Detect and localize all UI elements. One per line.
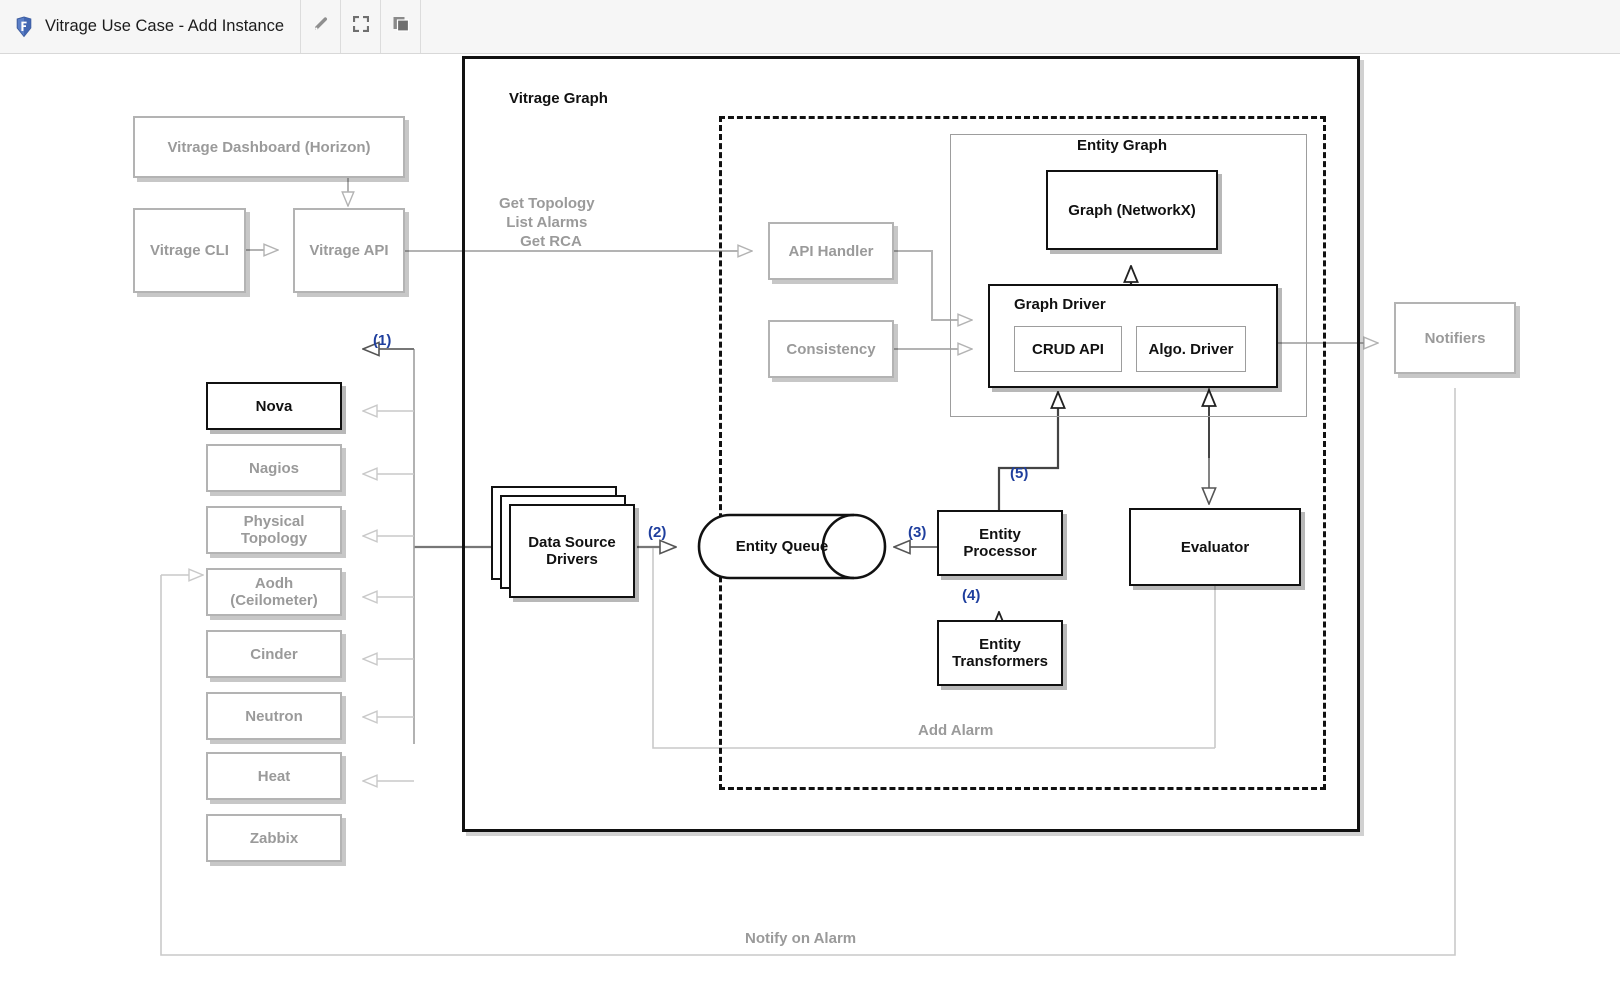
node-label: Entity Queue (735, 538, 829, 555)
step-marker-3: (3) (908, 524, 927, 541)
fullscreen-button[interactable] (341, 0, 382, 53)
step-marker-4: (4) (962, 587, 981, 604)
entity-graph-frame (950, 134, 1307, 417)
node-label: Entity Processor (963, 526, 1037, 560)
node-evaluator[interactable]: Evaluator (1129, 508, 1301, 586)
vitrage-graph-label: Vitrage Graph (509, 90, 608, 107)
node-label: API Handler (788, 242, 874, 260)
node-api-handler[interactable]: API Handler (768, 222, 894, 280)
graph-driver-label: Graph Driver (1014, 296, 1106, 313)
step-marker-1: (1) (373, 332, 392, 349)
node-algo-driver[interactable]: Algo. Driver (1136, 326, 1246, 372)
node-consistency[interactable]: Consistency (768, 320, 894, 378)
node-label: Vitrage Dashboard (Horizon) (167, 138, 371, 156)
diagram-canvas: Vitrage Graph Entity Graph Vitrage Dashb… (0, 54, 1620, 992)
node-data-source-zabbix[interactable]: Zabbix (206, 814, 342, 862)
vitrage-logo-icon (14, 15, 34, 38)
node-label: Aodh (Ceilometer) (230, 575, 318, 609)
node-label: Nova (255, 397, 293, 415)
node-notifiers[interactable]: Notifiers (1394, 302, 1516, 374)
node-label: Data Source Drivers (528, 534, 616, 568)
node-label: Vitrage API (309, 242, 389, 259)
node-data-source-heat[interactable]: Heat (206, 752, 342, 800)
expand-arrows-icon (351, 14, 371, 39)
node-data-source-nova[interactable]: Nova (206, 382, 342, 430)
edit-button[interactable] (301, 0, 342, 53)
node-label: CRUD API (1032, 340, 1104, 358)
node-label: Notifiers (1424, 329, 1486, 347)
node-data-source-aodh[interactable]: Aodh (Ceilometer) (206, 568, 342, 616)
entity-graph-label: Entity Graph (1077, 137, 1168, 154)
processing-boundary-frame (719, 116, 1326, 790)
node-label: Cinder (250, 645, 298, 663)
copy-button[interactable] (381, 0, 422, 53)
notify-on-alarm-label: Notify on Alarm (745, 930, 857, 947)
node-data-source-cinder[interactable]: Cinder (206, 630, 342, 678)
document-title-text: Vitrage Use Case - Add Instance (45, 17, 285, 35)
titlebar: Vitrage Use Case - Add Instance (0, 0, 1620, 54)
node-vitrage-api[interactable]: Vitrage API (293, 208, 405, 293)
node-graph-driver[interactable]: Graph Driver CRUD API Algo. Driver (988, 284, 1278, 388)
api-operations-label: Get Topology List Alarms Get RCA (499, 195, 595, 250)
node-label: Entity Transformers (952, 636, 1048, 670)
node-data-source-nagios[interactable]: Nagios (206, 444, 342, 492)
node-label: Neutron (245, 707, 303, 725)
node-vitrage-cli[interactable]: Vitrage CLI (133, 208, 246, 293)
node-data-source-neutron[interactable]: Neutron (206, 692, 342, 740)
step-marker-2: (2) (648, 524, 667, 541)
node-label: Evaluator (1180, 538, 1250, 556)
node-graph-networkx[interactable]: Graph (NetworkX) (1046, 170, 1218, 250)
node-label: Algo. Driver (1148, 340, 1234, 358)
node-entity-transformers[interactable]: Entity Transformers (937, 620, 1063, 686)
node-data-source-physical-topology[interactable]: Physical Topology (206, 506, 342, 554)
node-crud-api[interactable]: CRUD API (1014, 326, 1122, 372)
add-alarm-label: Add Alarm (918, 722, 994, 739)
copy-layers-icon (391, 14, 411, 39)
node-label: Heat (257, 767, 291, 785)
vitrage-graph-frame (462, 56, 1360, 832)
node-label: Physical Topology (240, 513, 308, 547)
node-label: Vitrage CLI (150, 242, 229, 259)
node-entity-queue[interactable]: Entity Queue (697, 513, 887, 580)
node-label: Consistency (786, 340, 876, 358)
node-label: Zabbix (249, 829, 299, 847)
node-vitrage-dashboard[interactable]: Vitrage Dashboard (Horizon) (133, 116, 405, 178)
node-label: Graph (NetworkX) (1068, 201, 1196, 219)
node-data-source-drivers[interactable]: Data Source Drivers (509, 504, 635, 598)
document-title-tab[interactable]: Vitrage Use Case - Add Instance (0, 0, 302, 53)
pencil-icon (311, 14, 331, 39)
step-marker-5: (5) (1010, 465, 1029, 482)
node-label: Nagios (248, 459, 299, 477)
node-entity-processor[interactable]: Entity Processor (937, 510, 1063, 576)
